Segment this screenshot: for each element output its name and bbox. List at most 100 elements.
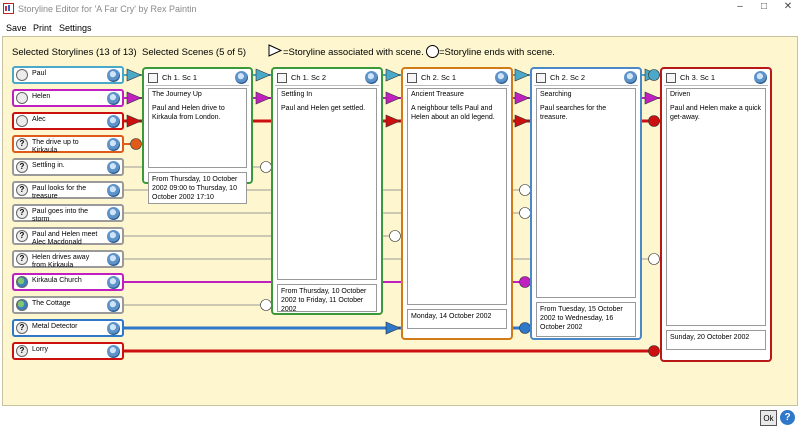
menu-save[interactable]: Save: [6, 23, 27, 33]
gear-icon[interactable]: [107, 115, 120, 128]
scene-card[interactable]: Ch 2. Sc 1 Ancient Treasure A neighbour te…: [401, 67, 513, 340]
storyline-card[interactable]: Alec: [12, 112, 124, 130]
legend-associated: =Storyline associated with scene.: [283, 47, 424, 58]
gear-icon[interactable]: [495, 71, 508, 84]
storyline-card[interactable]: Helen: [12, 89, 124, 107]
scene-header: Ch 3. Sc 1: [664, 71, 768, 86]
gear-icon[interactable]: [624, 71, 637, 84]
end-circle: [648, 69, 660, 81]
scene-subtitle: The Journey Up: [152, 91, 202, 98]
storyline-card[interactable]: ?The drive up to Kirkaula: [12, 135, 124, 154]
storyline-card[interactable]: ?Paul goes into the storm: [12, 204, 124, 223]
gear-icon[interactable]: [107, 299, 120, 312]
storyline-card[interactable]: ?Metal Detector: [12, 319, 124, 337]
maximize-button[interactable]: □: [760, 1, 768, 12]
associated-arrow: [385, 321, 401, 335]
scene-subtitle: Ancient Treasure: [411, 91, 464, 98]
scene-date: Sunday, 20 October 2002: [666, 330, 766, 350]
end-circle: [648, 345, 660, 357]
app-icon: [3, 3, 14, 14]
gear-icon[interactable]: [107, 92, 120, 105]
scene-icon: [536, 73, 546, 83]
gear-icon[interactable]: [107, 69, 120, 82]
scene-subtitle: Driven: [670, 91, 691, 98]
end-circle: [130, 138, 142, 150]
associated-arrow: [255, 91, 271, 105]
ends-circle-icon: [426, 45, 439, 58]
end-circle: [648, 115, 660, 127]
question-icon: ?: [16, 230, 28, 242]
gear-icon[interactable]: [107, 322, 120, 335]
scene-title: Ch 2. Sc 1: [421, 73, 457, 82]
person-icon: [16, 69, 28, 81]
gear-icon[interactable]: [107, 138, 120, 151]
question-icon: ?: [16, 253, 28, 265]
ok-button[interactable]: Ok: [760, 410, 777, 426]
scene-date: Monday, 14 October 2002: [407, 309, 507, 329]
scene-header: Ch 1. Sc 1: [146, 71, 249, 86]
globe-icon: [16, 299, 28, 311]
title-bar: Storyline Editor for 'A Far Cry' by Rex …: [0, 0, 800, 19]
scene-date: From Thursday, 10 October 2002 09:00 to …: [148, 172, 247, 204]
question-icon: ?: [16, 207, 28, 219]
associated-arrow: [385, 68, 401, 82]
associated-arrow: [514, 114, 530, 128]
storyline-label: Helen drives away from Kirkaula: [32, 254, 90, 269]
scene-subtitle: Settling In: [281, 91, 313, 98]
close-button[interactable]: ✕: [783, 1, 793, 12]
storyline-card[interactable]: Kirkaula Church: [12, 273, 124, 291]
associated-arrow: [255, 68, 271, 82]
storyline-card[interactable]: ? Paul and Helen meet Alec Macdonald: [12, 227, 124, 246]
scene-subtitle: Searching: [540, 91, 572, 98]
associated-arrow: [385, 114, 401, 128]
scene-title: Ch 1. Sc 2: [291, 73, 327, 82]
gear-icon[interactable]: [107, 230, 120, 243]
end-circle: [648, 253, 660, 265]
storyline-card[interactable]: Paul: [12, 66, 124, 84]
end-circle: [389, 230, 401, 242]
gear-icon[interactable]: [754, 71, 767, 84]
storyline-label: Helen: [32, 93, 51, 100]
gear-icon[interactable]: [107, 345, 120, 358]
scene-title: Ch 2. Sc 2: [550, 73, 586, 82]
scene-icon: [407, 73, 417, 83]
scene-summary: A neighbour tells Paul and Helen about a…: [411, 105, 495, 121]
gear-icon[interactable]: [107, 276, 120, 289]
gear-icon[interactable]: [107, 207, 120, 220]
globe-icon: [16, 276, 28, 288]
gear-icon[interactable]: [107, 161, 120, 174]
menu-bar: Save Print Settings: [0, 19, 800, 36]
menu-settings[interactable]: Settings: [59, 23, 92, 33]
menu-print[interactable]: Print: [33, 23, 52, 33]
end-circle: [519, 276, 531, 288]
scene-title: Ch 3. Sc 1: [680, 73, 716, 82]
person-icon: [16, 115, 28, 127]
question-icon: ?: [16, 161, 28, 173]
storyline-card[interactable]: ? Helen drives away from Kirkaula: [12, 250, 124, 269]
associated-arrow: [514, 68, 530, 82]
storyline-label: Settling in.: [32, 162, 65, 169]
gear-icon[interactable]: [365, 71, 378, 84]
gear-icon[interactable]: [107, 184, 120, 197]
storyline-card[interactable]: The Cottage: [12, 296, 124, 314]
gear-icon[interactable]: [107, 253, 120, 266]
storyline-card[interactable]: ?Lorry: [12, 342, 124, 360]
help-button[interactable]: ?: [780, 410, 795, 425]
storyline-card[interactable]: ?Paul looks for the treasure: [12, 181, 124, 200]
storyline-label: Lorry: [32, 346, 48, 353]
window-title: Storyline Editor for 'A Far Cry' by Rex …: [18, 4, 197, 14]
associated-arrow: [126, 114, 142, 128]
associated-arrow-icon: [268, 44, 283, 57]
storyline-card[interactable]: ? Settling in.: [12, 158, 124, 176]
storyline-label: Paul and Helen meet Alec Macdonald: [32, 231, 98, 246]
scene-icon: [148, 73, 158, 83]
minimize-button[interactable]: –: [737, 1, 743, 12]
gear-icon[interactable]: [235, 71, 248, 84]
